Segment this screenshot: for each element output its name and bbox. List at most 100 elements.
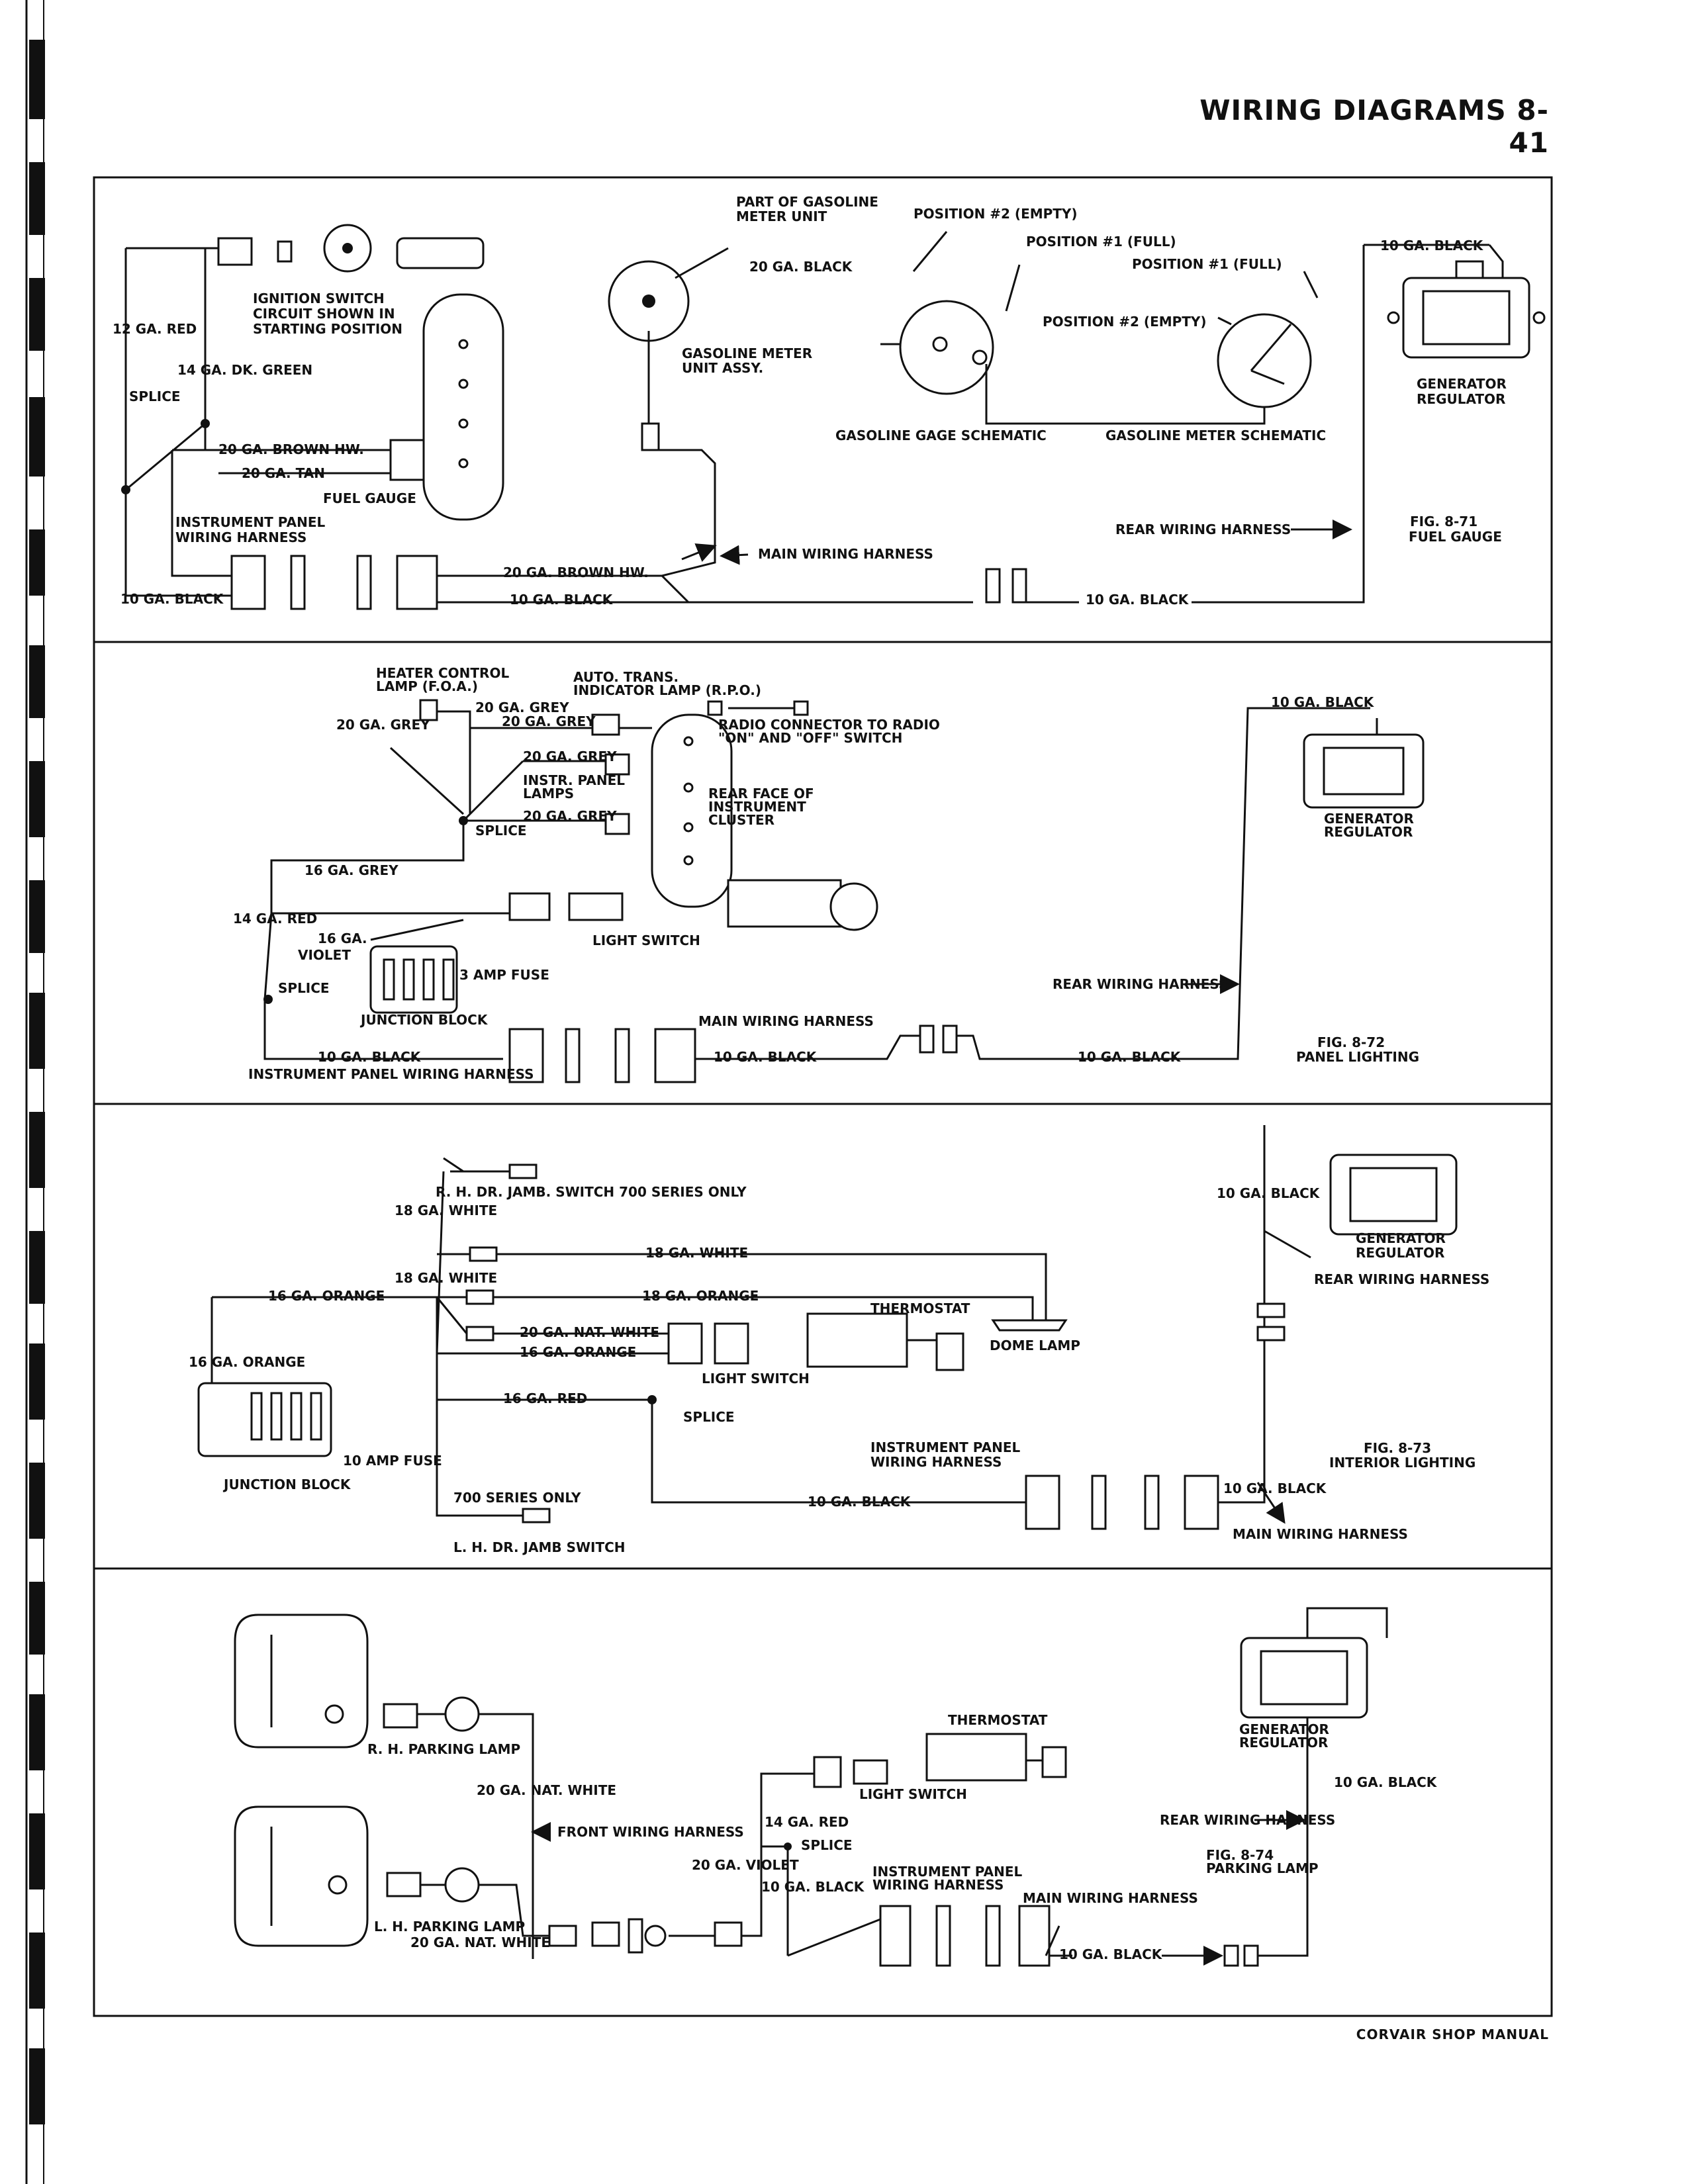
diagram-frame	[93, 176, 1553, 2017]
fig-8-71-panel	[121, 224, 1546, 610]
label-regulator: REGULATOR	[1356, 1245, 1444, 1261]
label-20ga-violet: 20 GA. VIOLET	[692, 1857, 799, 1873]
label-18ga-white-c: 18 GA. WHITE	[395, 1270, 497, 1286]
label-splice: SPLICE	[801, 1837, 853, 1853]
label-20ga-grey-a: 20 GA. GREY	[475, 700, 569, 715]
fig-8-72-panel	[263, 699, 1425, 1083]
label-light-switch: LIGHT SWITCH	[702, 1371, 810, 1387]
heater-lamp-icon	[419, 699, 438, 721]
label-ipwh-1: INSTRUMENT PANEL	[870, 1439, 1020, 1455]
label-part-of-gasoline: PART OF GASOLINE	[736, 194, 878, 210]
label-main-harness: MAIN WIRING HARNESS	[1233, 1526, 1408, 1542]
rh-parking-lamp-housing	[234, 1614, 369, 1749]
label-20ga-grey-c: 20 GA. GREY	[502, 713, 596, 729]
label-light-switch: LIGHT SWITCH	[592, 933, 700, 948]
page-header: WIRING DIAGRAMS 8-41	[1199, 94, 1549, 159]
label-violet: VIOLET	[298, 947, 351, 963]
label-ipwh-2: WIRING HARNESS	[872, 1877, 1004, 1893]
light-switch-connector	[714, 1322, 749, 1365]
label-ipwh-1: INSTRUMENT PANEL	[872, 1864, 1022, 1880]
label-generator: GENERATOR	[1324, 811, 1414, 827]
label-position-1-full-b: POSITION #1 (FULL)	[1132, 256, 1282, 272]
label-heater-1: HEATER CONTROL	[376, 665, 509, 681]
label-gmu-2: UNIT ASSY.	[682, 360, 763, 376]
label-junction-block: JUNCTION BLOCK	[222, 1477, 352, 1492]
fig-8-72-title: PANEL LIGHTING	[1296, 1049, 1419, 1065]
label-ignition-2: CIRCUIT SHOWN IN	[253, 306, 395, 322]
connector-block	[230, 555, 266, 610]
fig-8-73-title: INTERIOR LIGHTING	[1329, 1455, 1476, 1471]
label-splice: SPLICE	[475, 823, 527, 839]
label-10ga-black-2: 10 GA. BLACK	[510, 592, 614, 608]
label-ignition-3: STARTING POSITION	[253, 321, 402, 337]
label-ipwh-2: WIRING HARNESS	[870, 1454, 1002, 1470]
fig-8-71-title: FUEL GAUGE	[1409, 529, 1502, 545]
label-front-harness: FRONT WIRING HARNESS	[557, 1824, 744, 1840]
binder-strip	[25, 0, 45, 2184]
label-20ga-brown-2: 20 GA. BROWN HW.	[503, 565, 649, 580]
label-10ga-black-b: 10 GA. BLACK	[714, 1049, 818, 1065]
label-rear-harness: REAR WIRING HARNESS	[1314, 1271, 1489, 1287]
label-splice-2: SPLICE	[278, 980, 330, 996]
label-rear-harness: REAR WIRING HARNESS	[1053, 976, 1228, 992]
label-generator: GENERATOR	[1417, 376, 1507, 392]
rh-parking-lamp-socket	[444, 1696, 480, 1732]
label-position-2-empty: POSITION #2 (EMPTY)	[914, 206, 1078, 222]
label-10ga-black-a: 10 GA. BLACK	[808, 1494, 912, 1510]
label-16ga-orange-b: 16 GA. ORANGE	[520, 1344, 636, 1360]
label-generator: GENERATOR	[1239, 1721, 1329, 1737]
ignition-plug	[396, 237, 485, 269]
label-10ga-black-b: 10 GA. BLACK	[1059, 1946, 1163, 1962]
label-generator: GENERATOR	[1356, 1230, 1446, 1246]
label-20ga-nat-white-b: 20 GA. NAT. WHITE	[410, 1934, 550, 1950]
label-rear-face-1: REAR FACE OF	[708, 786, 814, 801]
label-10amp-fuse: 10 AMP FUSE	[343, 1453, 442, 1469]
label-main-harness: MAIN WIRING HARNESS	[698, 1013, 874, 1029]
label-rh-jamb: R. H. DR. JAMB. SWITCH 700 SERIES ONLY	[436, 1184, 747, 1200]
label-lh-parking: L. H. PARKING LAMP	[374, 1919, 525, 1934]
label-700-series: 700 SERIES ONLY	[453, 1490, 581, 1506]
label-position-2-empty-b: POSITION #2 (EMPTY)	[1043, 314, 1207, 330]
fig-8-71-number: FIG. 8-71	[1410, 514, 1477, 529]
instrument-cluster	[651, 713, 733, 908]
label-main-harness: MAIN WIRING HARNESS	[1023, 1890, 1198, 1906]
fig-8-73-number: FIG. 8-73	[1364, 1440, 1431, 1456]
label-meter-schematic: GASOLINE METER SCHEMATIC	[1105, 428, 1326, 443]
label-10ga-black-a: 10 GA. BLACK	[761, 1879, 865, 1895]
label-regulator: REGULATOR	[1324, 824, 1413, 840]
label-ipwh-1: INSTRUMENT PANEL	[175, 514, 325, 530]
label-position-1-full: POSITION #1 (FULL)	[1026, 234, 1176, 250]
light-switch-icon	[727, 879, 842, 928]
lh-parking-lamp-socket	[444, 1867, 480, 1903]
label-ignition-1: IGNITION SWITCH	[253, 291, 385, 306]
label-20ga-nat-white-a: 20 GA. NAT. WHITE	[477, 1782, 616, 1798]
label-splice: SPLICE	[129, 388, 181, 404]
meter-schematic	[1217, 313, 1312, 408]
label-rh-parking: R. H. PARKING LAMP	[367, 1741, 520, 1757]
label-radio-2: "ON" AND "OFF" SWITCH	[718, 730, 902, 746]
label-auto-2: INDICATOR LAMP (R.P.O.)	[573, 682, 761, 698]
label-10ga-black-3: 10 GA. BLACK	[1086, 592, 1190, 608]
label-rear-face-3: CLUSTER	[708, 812, 774, 828]
label-light-switch: LIGHT SWITCH	[859, 1786, 967, 1802]
light-switch-icon	[806, 1312, 908, 1368]
label-20ga-brown: 20 GA. BROWN HW.	[218, 441, 364, 457]
label-16ga-red: 16 GA. RED	[503, 1390, 587, 1406]
label-20ga-black: 20 GA. BLACK	[749, 259, 853, 275]
label-regulator: REGULATOR	[1239, 1735, 1328, 1751]
label-heater-2: LAMP (F.O.A.)	[376, 678, 478, 694]
label-instr-2: LAMPS	[523, 786, 574, 801]
label-ipwh: INSTRUMENT PANEL WIRING HARNESS	[248, 1066, 534, 1082]
label-10ga-black-top: 10 GA. BLACK	[1380, 238, 1484, 253]
page-footer: CORVAIR SHOP MANUAL	[1356, 2026, 1549, 2042]
label-dome-lamp: DOME LAMP	[990, 1338, 1080, 1353]
label-rear-harness: REAR WIRING HARNESS	[1115, 522, 1291, 537]
label-lh-jamb: L. H. DR. JAMB SWITCH	[453, 1539, 626, 1555]
label-10ga-black-b: 10 GA. BLACK	[1223, 1480, 1327, 1496]
label-fuel-gauge: FUEL GAUGE	[323, 490, 416, 506]
label-10ga-black-a: 10 GA. BLACK	[318, 1049, 422, 1065]
label-20ga-nat-white: 20 GA. NAT. WHITE	[520, 1324, 659, 1340]
dome-lamp-icon	[991, 1319, 1068, 1332]
label-thermostat: THERMOSTAT	[948, 1712, 1048, 1728]
